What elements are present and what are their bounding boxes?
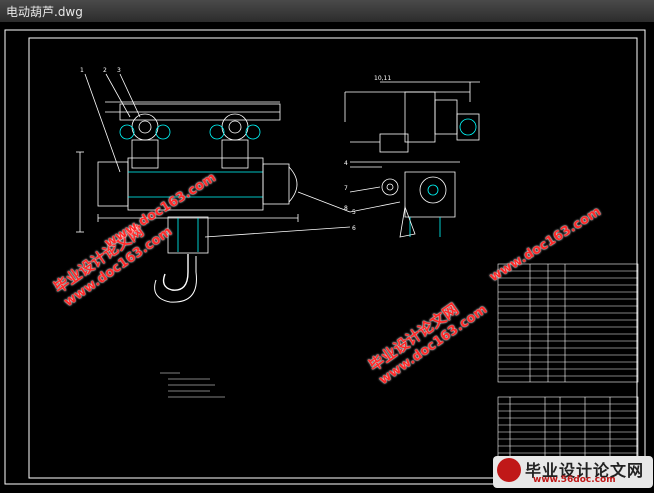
window-title: 电动葫芦.dwg	[6, 5, 83, 19]
front-view-balloons: 1 2 3 5 6	[80, 67, 356, 232]
svg-text:2: 2	[103, 67, 107, 74]
svg-text:7: 7	[344, 185, 348, 192]
svg-text:5: 5	[352, 209, 356, 216]
svg-text:10,11: 10,11	[374, 75, 391, 82]
side-view-balloons: 10,11 4 7 8	[344, 75, 391, 212]
svg-text:3: 3	[117, 67, 121, 74]
front-view	[76, 73, 351, 303]
parts-list	[497, 396, 639, 478]
logo-text: 毕业设计论文网	[525, 461, 645, 480]
inner-border	[28, 37, 638, 479]
site-logo: 毕业设计论文网 www.56doc.com	[493, 456, 653, 488]
parameter-table	[497, 263, 639, 383]
svg-text:1: 1	[80, 67, 84, 74]
side-view	[344, 81, 480, 238]
logo-mark-icon	[497, 458, 521, 482]
logo-url: www.56doc.com	[533, 475, 616, 485]
svg-text:8: 8	[344, 205, 348, 212]
window-titlebar: 电动葫芦.dwg	[0, 0, 654, 23]
drawing-canvas[interactable]: 1 2 3 5 6	[0, 22, 654, 489]
technical-notes	[160, 372, 225, 398]
outer-border	[4, 29, 646, 485]
svg-text:6: 6	[352, 225, 356, 232]
cad-drawing: 1 2 3 5 6	[4, 29, 646, 485]
svg-text:4: 4	[344, 160, 348, 167]
